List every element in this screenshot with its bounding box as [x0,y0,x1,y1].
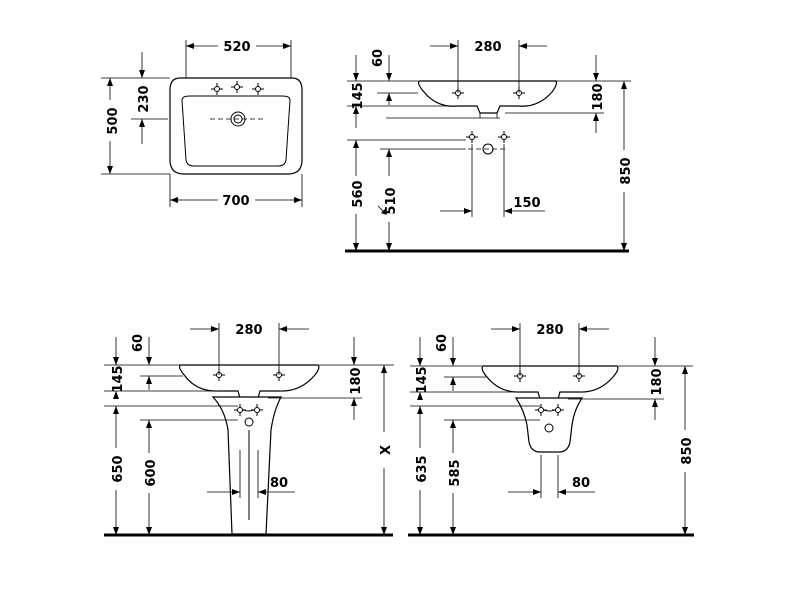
dim-850: 850 [619,157,634,184]
dim-145: 145 [351,82,366,109]
dim-60-semi: 60 [435,334,450,352]
dim-510: 510 [384,187,399,214]
dim-280-semi: 280 [536,323,563,338]
dim-635: 635 [415,455,430,482]
dim-650: 650 [111,455,126,482]
pedestal-column [211,396,283,535]
top-view: 520 700 500 230 [101,40,303,209]
dim-80-semi: 80 [572,476,590,491]
dim-180: 180 [591,83,606,110]
pedestal-view: 280 60 145 650 600 [104,323,394,537]
dim-520: 520 [223,40,250,55]
supply-right [497,130,511,144]
dim-500: 500 [106,107,121,134]
basin-profile-front [417,80,558,114]
dim-145-pedestal: 145 [111,365,126,392]
dim-80-pedestal: 80 [270,476,288,491]
dim-585: 585 [448,459,463,486]
dim-180-semi: 180 [650,368,665,395]
dim-600: 600 [144,459,159,486]
supply-left [465,130,479,144]
dim-145-semi: 145 [415,366,430,393]
basin-profile-semi-pedestal [481,365,619,400]
dim-60: 60 [371,49,386,67]
semi-pedestal-view: 280 60 145 635 585 [408,323,695,537]
dim-280-pedestal: 280 [235,323,262,338]
dim-150: 150 [513,196,540,211]
basin-bowl-top [181,95,291,167]
basin-profile-pedestal [178,364,320,399]
semi-pedestal-body [514,397,584,453]
dim-180-pedestal: 180 [349,367,364,394]
dim-280: 280 [474,40,501,55]
front-view: 280 60 145 560 510 [345,40,634,253]
dim-60-pedestal: 60 [131,334,146,352]
dim-700: 700 [222,194,249,209]
dim-560: 560 [351,180,366,207]
dim-x: X [379,445,394,455]
dim-230: 230 [137,85,152,112]
dim-850-semi: 850 [680,437,695,464]
